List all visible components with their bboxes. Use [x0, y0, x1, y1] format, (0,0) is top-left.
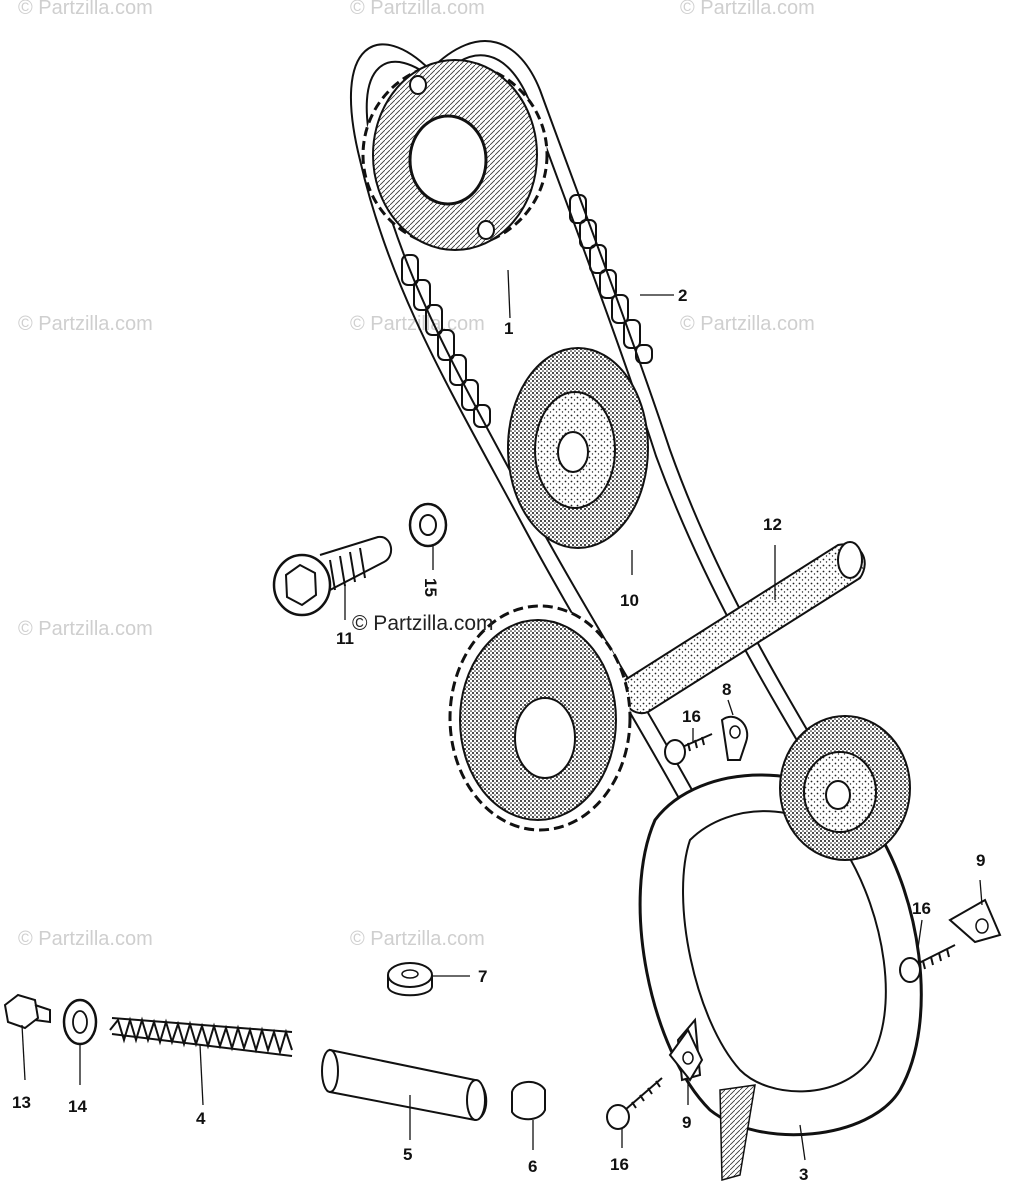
washer-14 — [62, 998, 98, 1046]
chain-links-right — [569, 194, 653, 364]
watermark-main: © Partzilla.com — [352, 612, 494, 635]
callout-12: 12 — [763, 515, 782, 534]
crank-sprocket — [448, 604, 632, 832]
cam-sprocket — [361, 59, 549, 251]
watermark-faint: © Partzilla.com — [680, 0, 815, 19]
callout-labels: 1 2 3 4 5 6 7 8 9 9 10 12 11 15 13 14 16… — [12, 286, 985, 1184]
callout-16-lower: 16 — [610, 1155, 629, 1174]
bracket-8 — [720, 715, 749, 761]
callout-8: 8 — [722, 680, 731, 699]
sealing-bolt-13 — [3, 993, 51, 1030]
callout-7: 7 — [478, 967, 487, 986]
watermark-faint: © Partzilla.com — [18, 928, 153, 950]
watermark-faint: © Partzilla.com — [350, 0, 485, 19]
clip-9-right — [948, 898, 1002, 944]
callout-6: 6 — [528, 1157, 537, 1176]
callout-5: 5 — [403, 1145, 412, 1164]
callout-9-right: 9 — [976, 851, 985, 870]
callout-16-upper: 16 — [682, 707, 701, 726]
tensioner-pushrod-5 — [321, 1048, 488, 1122]
washer-15 — [408, 502, 448, 548]
watermark-faint: © Partzilla.com — [18, 0, 153, 19]
callout-2: 2 — [678, 286, 687, 305]
watermark-faint: © Partzilla.com — [18, 313, 153, 335]
screw-16-lower — [606, 1077, 663, 1130]
plunger-6 — [511, 1081, 546, 1121]
leader-lines — [21, 269, 983, 1161]
callout-14: 14 — [68, 1097, 87, 1116]
watermark-faint: © Partzilla.com — [680, 313, 815, 335]
callout-13: 13 — [12, 1093, 31, 1112]
clip-9-lower — [668, 1028, 704, 1082]
callout-4: 4 — [196, 1109, 206, 1128]
callout-16-right: 16 — [912, 899, 931, 918]
tensioner-roller-upper — [507, 347, 649, 549]
tensioner-spring-4 — [109, 1016, 293, 1057]
callout-10: 10 — [620, 591, 639, 610]
watermark-faint: © Partzilla.com — [350, 928, 485, 950]
tensioner-bolt — [272, 535, 393, 617]
tensioner-roller-lower — [779, 715, 911, 861]
callout-15: 15 — [421, 578, 440, 597]
callout-1: 1 — [504, 319, 513, 338]
callout-11: 11 — [336, 629, 354, 648]
watermark-faint: © Partzilla.com — [18, 618, 153, 640]
tensioner-shaft — [621, 541, 866, 715]
spacer-nut-7 — [387, 962, 433, 997]
callout-9-lower: 9 — [682, 1113, 691, 1132]
screw-16-right — [899, 944, 956, 983]
chain-links-left — [401, 254, 491, 428]
screw-16-upper — [664, 733, 713, 765]
callout-3: 3 — [799, 1165, 808, 1184]
